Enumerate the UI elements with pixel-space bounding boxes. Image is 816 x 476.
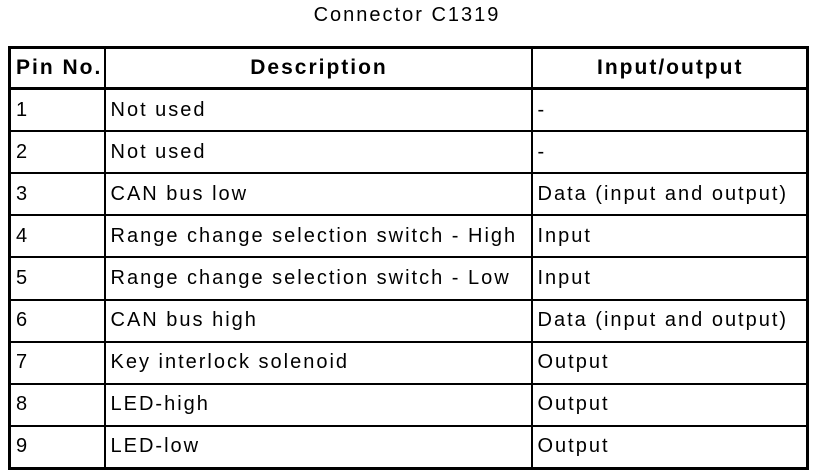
io-cell: Data (input and output) [530, 298, 809, 343]
io-cell: Output [530, 382, 809, 427]
table-row-pin-2: 2 Not used - [8, 130, 809, 175]
description-cell: LED-high [103, 382, 533, 427]
pin-cell: 9 [8, 424, 106, 470]
io-cell: Input [530, 256, 809, 301]
table-row-pin-4: 4 Range change selection switch - High I… [8, 214, 809, 259]
table-row-pin-7: 7 Key interlock solenoid Output [8, 340, 809, 385]
pin-cell: 7 [8, 340, 106, 385]
io-cell: Data (input and output) [530, 172, 809, 217]
table-row-pin-9: 9 LED-low Output [8, 424, 809, 470]
io-cell: Output [530, 424, 809, 470]
pin-cell: 2 [8, 130, 106, 175]
description-cell: CAN bus high [103, 298, 533, 343]
pin-cell: 4 [8, 214, 106, 259]
table-row-pin-5: 5 Range change selection switch - Low In… [8, 256, 809, 301]
header-description: Description [103, 46, 533, 90]
description-cell: Not used [103, 87, 533, 133]
table-header-row: Pin No. Description Input/output [8, 46, 809, 90]
io-cell: Output [530, 340, 809, 385]
table-row-pin-6: 6 CAN bus high Data (input and output) [8, 298, 809, 343]
header-pin-no: Pin No. [8, 46, 106, 90]
table-row-pin-8: 8 LED-high Output [8, 382, 809, 427]
pin-cell: 1 [8, 87, 106, 133]
description-cell: Range change selection switch - High [103, 214, 533, 259]
description-cell: Key interlock solenoid [103, 340, 533, 385]
pin-cell: 3 [8, 172, 106, 217]
pin-cell: 8 [8, 382, 106, 427]
description-cell: CAN bus low [103, 172, 533, 217]
connector-pin-table: Pin No. Description Input/output 1 Not u… [8, 46, 809, 470]
header-input-output: Input/output [530, 46, 809, 90]
description-cell: Not used [103, 130, 533, 175]
page-title: Connector C1319 [313, 4, 501, 26]
description-cell: Range change selection switch - Low [103, 256, 533, 301]
description-cell: LED-low [103, 424, 533, 470]
table-row-pin-3: 3 CAN bus low Data (input and output) [8, 172, 809, 217]
io-cell: Input [530, 214, 809, 259]
io-cell: - [530, 87, 809, 133]
io-cell: - [530, 130, 809, 175]
table-row-pin-1: 1 Not used - [8, 87, 809, 133]
pin-cell: 6 [8, 298, 106, 343]
pin-cell: 5 [8, 256, 106, 301]
